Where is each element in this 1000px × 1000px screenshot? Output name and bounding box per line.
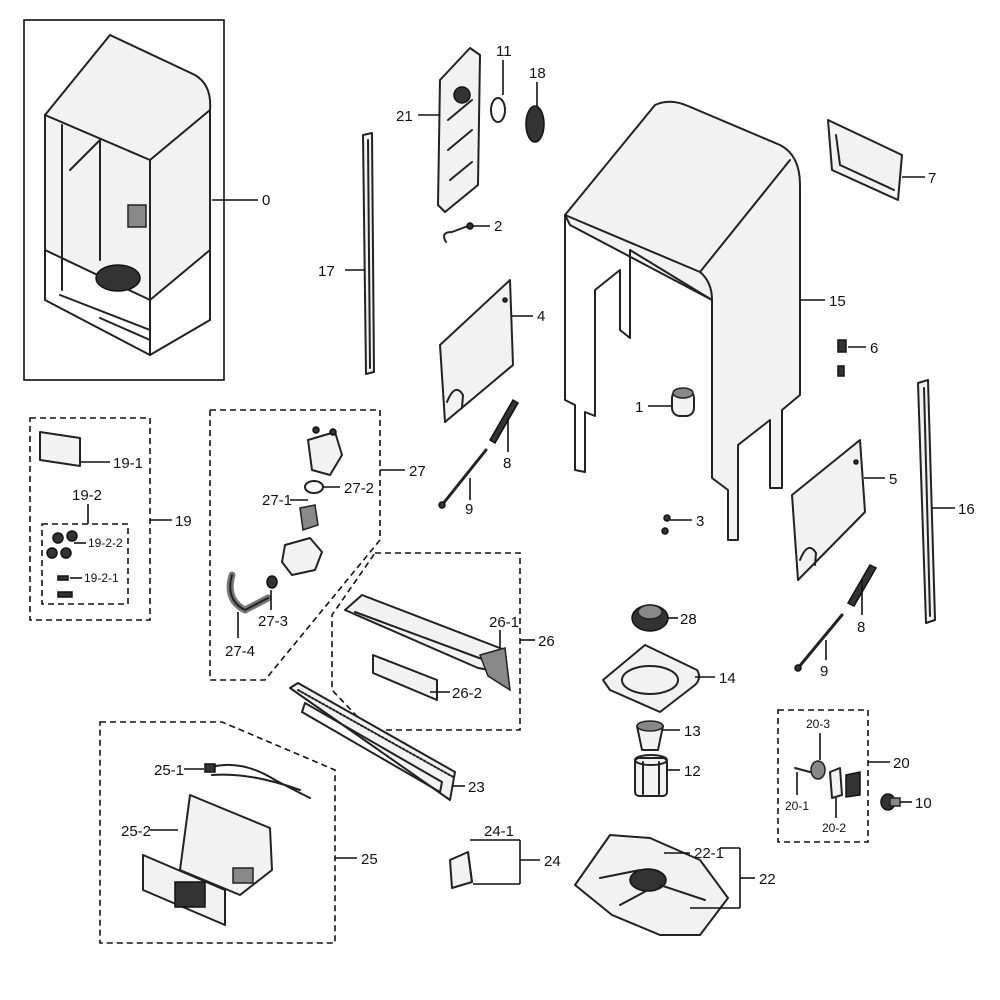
part-12-filter-cylinder: 12	[634, 754, 701, 797]
callout-8-right: 8	[857, 619, 865, 636]
callout-20-1: 20-1	[785, 799, 809, 813]
callout-21: 21	[396, 108, 413, 125]
callout-19-2-1: 19-2-1	[84, 571, 119, 585]
callout-16: 16	[958, 501, 975, 518]
part-16-door-gasket-right: 16	[917, 379, 975, 624]
callout-27: 27	[409, 463, 426, 480]
part-8-spring-left: 8	[488, 398, 520, 472]
callout-25-2: 25-2	[121, 823, 151, 840]
callout-27-1: 27-1	[262, 492, 292, 509]
callout-26-2: 26-2	[452, 685, 482, 702]
callout-20: 20	[893, 755, 910, 772]
callout-9-right: 9	[820, 663, 828, 680]
callout-20-3: 20-3	[806, 717, 830, 731]
callout-27-2: 27-2	[344, 480, 374, 497]
part-28-impeller: 28	[631, 604, 697, 632]
callout-19: 19	[175, 513, 192, 530]
callout-19-2-2: 19-2-2	[88, 536, 123, 550]
part-9-rod-left: 9	[438, 448, 488, 518]
part-18-filter-disc: 18	[525, 65, 546, 143]
part-3-screw: 3	[661, 513, 704, 535]
callout-26-1: 26-1	[489, 614, 519, 631]
part-26-rail-assembly: 26-1 26-2 26	[331, 552, 555, 731]
part-11-o-ring: 11	[490, 43, 512, 123]
callout-9-left: 9	[465, 501, 473, 518]
part-19-screw-kit: 19-1 19-2 19-2-2 19-2-1 19	[29, 417, 192, 621]
callout-11: 11	[496, 43, 512, 60]
callout-5: 5	[889, 471, 897, 488]
callout-24: 24	[544, 853, 561, 870]
callout-27-4: 27-4	[225, 643, 255, 660]
part-6-clip: 6	[837, 339, 878, 377]
part-21-hinge-bracket: 21	[396, 47, 481, 213]
part-10-knob: 10	[880, 793, 932, 812]
part-22-sump-base: 22-1 22	[574, 834, 776, 936]
callout-6: 6	[870, 340, 878, 357]
callout-17: 17	[318, 263, 335, 280]
callout-15: 15	[829, 293, 846, 310]
callout-13: 13	[684, 723, 701, 740]
callout-2: 2	[494, 218, 502, 235]
callout-26: 26	[538, 633, 555, 650]
callout-7: 7	[928, 170, 936, 187]
callout-4: 4	[537, 308, 545, 325]
callout-14: 14	[719, 670, 736, 687]
part-25-control-module: 25-1 25-2 25	[99, 721, 378, 944]
part-8-spring-right: 8	[846, 564, 878, 636]
callout-22: 22	[759, 871, 776, 888]
part-7-top-bracket: 7	[827, 119, 936, 201]
callout-25: 25	[361, 851, 378, 868]
part-13-filter-cone: 13	[636, 720, 701, 751]
callout-25-1: 25-1	[154, 762, 184, 779]
callout-12: 12	[684, 763, 701, 780]
part-5-side-insulation-right: 5	[791, 439, 897, 581]
callout-28: 28	[680, 611, 697, 628]
part-17-door-gasket-left: 17	[318, 132, 375, 375]
callout-19-1: 19-1	[113, 455, 143, 472]
part-2-clip: 2	[443, 218, 502, 243]
part-24-block: 24-1 24	[449, 823, 561, 889]
part-27-circulation-pump-assembly: 27-1 27-2 27-3 27-4 27	[209, 409, 426, 681]
part-23-door-frame: 23	[289, 682, 485, 801]
callout-3: 3	[696, 513, 704, 530]
callout-23: 23	[468, 779, 485, 796]
part-4-side-insulation-left: 4	[439, 279, 545, 423]
callout-0: 0	[262, 192, 270, 209]
part-14-gasket-plate: 14	[602, 644, 736, 713]
callout-24-1: 24-1	[484, 823, 514, 840]
callout-22-1: 22-1	[694, 845, 724, 862]
part-9-rod-right: 9	[794, 613, 844, 680]
callout-19-2: 19-2	[72, 487, 102, 504]
part-0-tub-assembly: 0	[23, 19, 270, 381]
callout-1: 1	[635, 399, 643, 416]
callout-20-2: 20-2	[822, 821, 846, 835]
part-15-outer-cabinet: 15	[564, 100, 846, 541]
part-20-valve-assembly: 20-3 20-1 20-2 20	[777, 709, 910, 843]
callout-27-3: 27-3	[258, 613, 288, 630]
callout-18: 18	[529, 65, 546, 82]
callout-8-left: 8	[503, 455, 511, 472]
part-1-sensor: 1	[635, 387, 695, 417]
callout-10: 10	[915, 795, 932, 812]
